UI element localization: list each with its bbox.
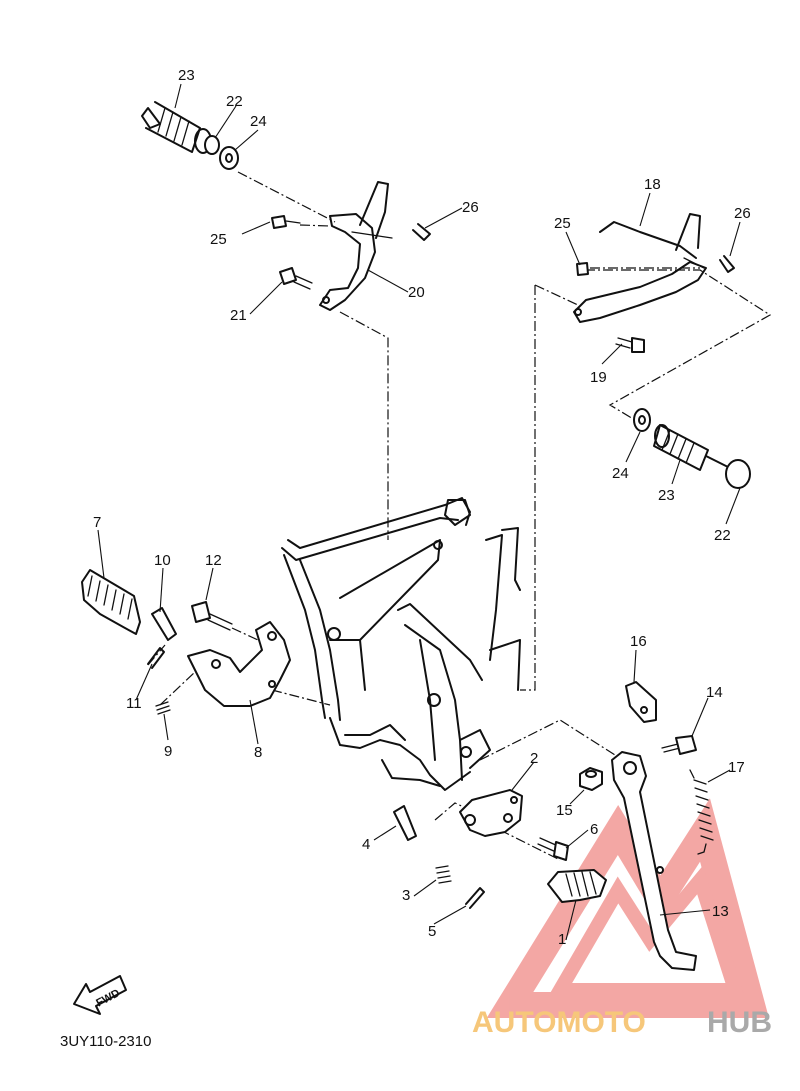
pin-4 <box>393 805 417 841</box>
washer-24-left <box>219 146 239 170</box>
label-16: 16 <box>630 633 647 650</box>
label-6: 6 <box>590 821 598 838</box>
fwd-arrow-icon: FWD <box>73 975 127 1015</box>
bolt-6 <box>537 837 569 861</box>
label-4: 4 <box>362 836 370 853</box>
label-15: 15 <box>556 802 573 819</box>
part-number-labels: 23 22 24 25 26 20 21 18 25 26 19 24 23 2… <box>93 67 751 948</box>
watermark-word-automoto: AUTOMOTO <box>472 1006 646 1039</box>
label-18: 18 <box>644 176 661 193</box>
spring-17 <box>689 769 714 855</box>
label-2: 2 <box>530 750 538 767</box>
spring-3 <box>435 865 452 884</box>
label-9: 9 <box>164 743 172 760</box>
label-8: 8 <box>254 744 262 761</box>
label-17: 17 <box>728 759 745 776</box>
bolt-25-left <box>271 215 301 229</box>
bolt-19 <box>615 337 645 353</box>
footrest-rubber-23-right <box>653 424 709 471</box>
footrest-pin-22-left <box>204 135 220 155</box>
footrest-1 <box>547 869 607 903</box>
watermark-triangle-logo <box>486 798 769 1018</box>
bolt-21 <box>279 267 313 290</box>
watermark-text: AUTOMOTO HUB <box>472 1006 772 1039</box>
footrest-bracket-18 <box>573 213 707 323</box>
nut-15 <box>579 767 603 791</box>
label-12: 12 <box>205 552 222 569</box>
footrest-pin-22-right <box>705 455 751 489</box>
leader-lines <box>97 83 741 941</box>
label-14: 14 <box>706 684 723 701</box>
cotter-pin-11 <box>147 647 165 669</box>
label-13: 13 <box>712 903 729 920</box>
label-11: 11 <box>126 695 142 712</box>
label-25-left: 25 <box>210 231 227 248</box>
label-24-right: 24 <box>612 465 629 482</box>
label-3: 3 <box>402 887 410 904</box>
label-26-left: 26 <box>462 199 479 216</box>
cotter-pin-26-left <box>412 223 431 241</box>
label-21: 21 <box>230 307 247 324</box>
cotter-pin-5 <box>465 887 485 909</box>
cotter-pin-26-right <box>719 255 735 273</box>
frame-section <box>281 497 521 791</box>
label-20: 20 <box>408 284 425 301</box>
pin-10 <box>151 607 177 641</box>
label-7: 7 <box>93 514 101 531</box>
plate-16 <box>625 681 657 723</box>
diagram-code: 3UY110-2310 <box>60 1033 151 1050</box>
label-22-right: 22 <box>714 527 731 544</box>
watermark-word-hub: HUB <box>707 1006 772 1039</box>
label-10: 10 <box>154 552 171 569</box>
label-25-right: 25 <box>554 215 571 232</box>
label-24-left: 24 <box>250 113 267 130</box>
washer-24-right <box>633 408 651 432</box>
label-1: 1 <box>558 931 566 948</box>
spring-9 <box>155 701 171 715</box>
footrest-bracket-8 <box>187 621 291 707</box>
footrest-bracket-20 <box>319 181 393 311</box>
label-19: 19 <box>590 369 607 386</box>
label-23-left: 23 <box>178 67 195 84</box>
bolt-25-right <box>576 262 589 276</box>
label-22-left: 22 <box>226 93 243 110</box>
label-26-right: 26 <box>734 205 751 222</box>
label-5: 5 <box>428 923 436 940</box>
label-23-right: 23 <box>658 487 675 504</box>
footrest-rubber-23-left <box>141 101 212 154</box>
footrest-7 <box>81 569 141 635</box>
bolt-14 <box>661 735 697 755</box>
bolt-12 <box>191 601 233 631</box>
footrest-bracket-2 <box>459 789 523 837</box>
sidestand-13 <box>611 751 697 971</box>
assembly-lines <box>147 171 772 861</box>
